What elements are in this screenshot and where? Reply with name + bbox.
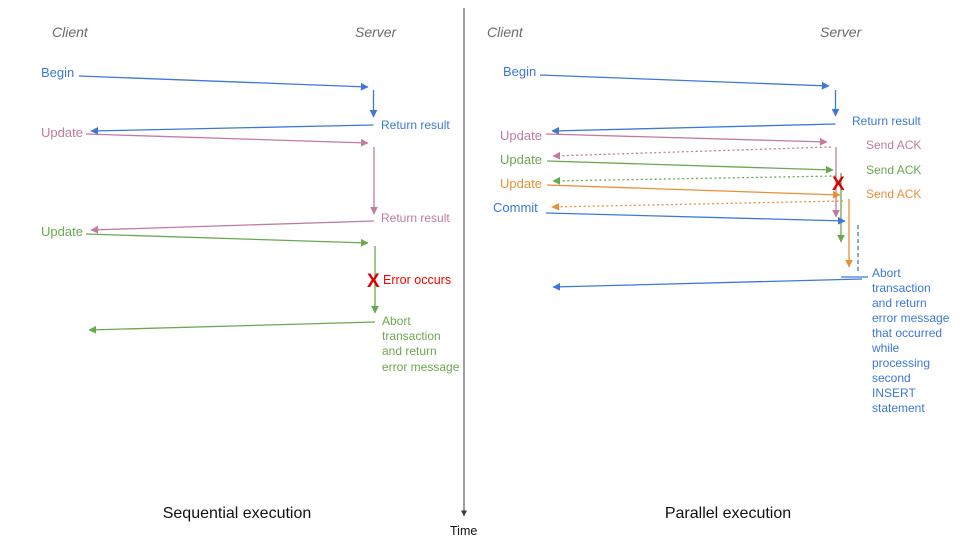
left-begin-request-arrow <box>78 75 369 91</box>
right-update1-ack-arrow <box>552 146 832 160</box>
left-error-x-icon: X <box>367 271 380 292</box>
right-begin-label: Begin <box>503 64 536 79</box>
right-commit-label: Commit <box>493 200 538 215</box>
left-abort-line-3: and return <box>382 344 437 358</box>
left-update1-request-arrow <box>85 133 369 147</box>
left-update2-label: Update <box>41 224 83 239</box>
right-update2-ack-label: Send ACK <box>866 163 921 177</box>
left-caption: Sequential execution <box>163 505 312 522</box>
time-axis-label: Time <box>450 524 477 538</box>
right-abort-line-1: Abort <box>872 266 901 280</box>
right-abort-line-6: while <box>871 341 900 355</box>
right-update3-request-arrow <box>546 184 841 199</box>
left-abort-line-1: Abort <box>382 314 411 328</box>
left-update1-label: Update <box>41 125 83 140</box>
right-abort-line-8: second <box>872 371 911 385</box>
sequential-panel: Client Server Begin Return result Update… <box>41 24 460 522</box>
left-error-label: Error occurs <box>383 273 451 287</box>
right-update1-request-arrow <box>545 133 828 146</box>
left-abort-line-2: transaction <box>382 329 441 343</box>
left-begin-return-label: Return result <box>381 118 450 132</box>
right-abort-line-4: error message <box>872 311 950 325</box>
right-client-header: Client <box>487 24 524 40</box>
left-abort-line-4: error message <box>382 360 460 374</box>
right-caption: Parallel execution <box>665 505 791 522</box>
right-begin-return-label: Return result <box>852 114 921 128</box>
right-update3-ack-arrow <box>551 200 844 211</box>
left-update1-return-arrow <box>90 220 375 234</box>
right-commit-request-arrow <box>545 212 846 225</box>
right-server-header: Server <box>820 24 863 40</box>
left-update1-return-label: Return result <box>381 211 450 225</box>
right-update2-ack-arrow <box>552 175 837 185</box>
right-update2-label: Update <box>500 152 542 167</box>
right-error-x-icon: X <box>832 174 845 195</box>
right-abort-line-7: processing <box>872 356 930 370</box>
right-begin-return-arrow <box>551 123 836 135</box>
right-update2-request-arrow <box>546 160 834 174</box>
left-client-header: Client <box>52 24 89 40</box>
right-update1-ack-label: Send ACK <box>866 138 921 152</box>
right-abort-line-2: transaction <box>872 281 931 295</box>
right-abort-line-3: and return <box>872 296 927 310</box>
right-abort-line-9: INSERT <box>872 386 916 400</box>
left-server-header: Server <box>355 24 398 40</box>
left-update2-request-arrow <box>85 233 369 247</box>
right-abort-line-5: that occurred <box>872 326 942 340</box>
right-abort-line-10: statement <box>872 401 925 415</box>
parallel-panel: Client Server Begin Return result Update… <box>487 24 950 522</box>
right-update1-label: Update <box>500 128 542 143</box>
right-begin-request-arrow <box>539 74 830 90</box>
right-update3-ack-label: Send ACK <box>866 187 921 201</box>
left-begin-return-arrow <box>90 124 374 135</box>
right-update3-label: Update <box>500 176 542 191</box>
time-axis: Time <box>450 8 477 538</box>
right-abort-return-arrow <box>552 278 863 291</box>
left-begin-label: Begin <box>41 65 74 80</box>
left-abort-return-arrow <box>88 321 376 334</box>
